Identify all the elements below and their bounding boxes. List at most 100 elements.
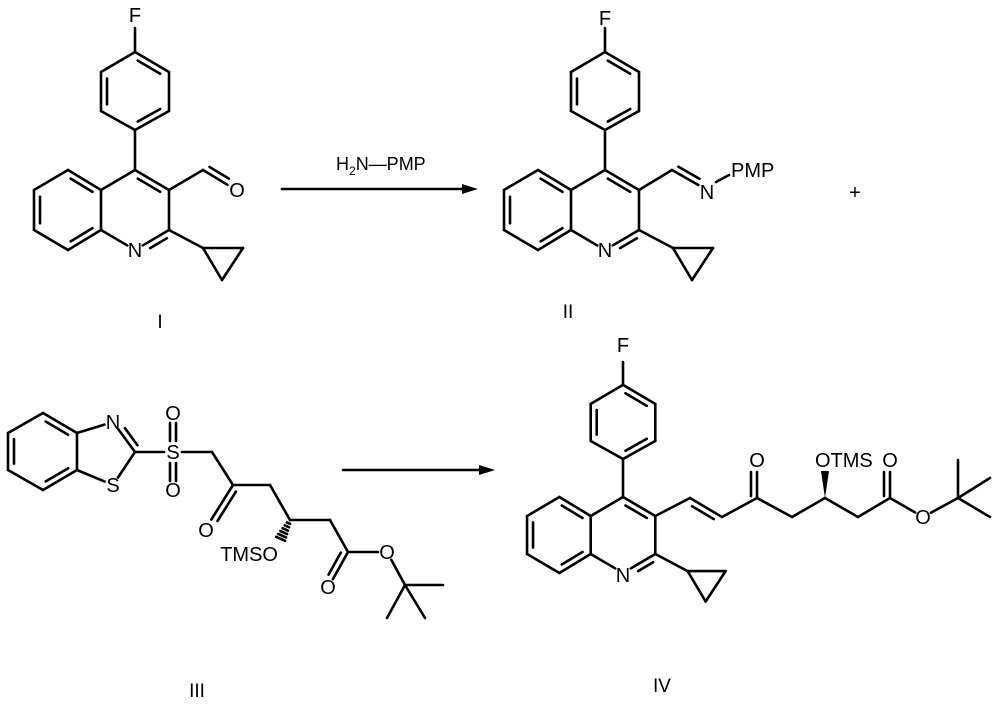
bond [390, 558, 407, 587]
double-bond-line [560, 550, 584, 566]
atom-N: N [128, 240, 142, 262]
double-bond-line [123, 426, 139, 447]
bond [75, 423, 106, 435]
atom-S-ring: S [106, 475, 119, 497]
bond [621, 383, 657, 406]
atom-O: O [165, 403, 181, 425]
bond [714, 173, 731, 184]
bond [385, 583, 407, 620]
bond [502, 168, 540, 192]
atom-N: N [598, 240, 612, 262]
bond [956, 496, 992, 519]
bond [99, 168, 137, 192]
double-bond-line [560, 504, 584, 520]
bond [558, 552, 593, 575]
atom-F: F [129, 5, 141, 27]
atom-F: F [599, 8, 611, 30]
bond [569, 168, 607, 192]
bond [6, 468, 45, 492]
hash-bond-line [279, 529, 289, 536]
bond [525, 495, 561, 518]
double-bond-line [69, 177, 94, 194]
atom-N: N [106, 412, 120, 434]
bond [569, 228, 599, 247]
bond [603, 168, 641, 192]
atom-S-sulfonyl: S [166, 442, 179, 464]
bond [99, 109, 137, 132]
bond [41, 468, 79, 492]
bond [621, 439, 657, 461]
pmp-group: PMP [731, 160, 774, 182]
double-bond-line [618, 236, 639, 250]
otms-group: TMSO [220, 544, 278, 566]
bond [688, 496, 724, 519]
double-bond-line [606, 107, 632, 123]
bond [589, 439, 625, 461]
atom-F: F [617, 335, 629, 357]
hash-bond-line [285, 521, 292, 526]
atom-N: N [616, 565, 630, 587]
atom-O-ester: O [915, 507, 931, 529]
double-bond-line [69, 226, 94, 243]
bond [167, 168, 205, 192]
bond [589, 383, 625, 406]
double-bond-line [624, 504, 649, 520]
double-bond-line [690, 504, 716, 521]
atom-O-keto: O [749, 450, 765, 472]
label-layer: H2N—PMP + I II III IV F O N F N N PMP N … [106, 5, 931, 702]
bond [536, 168, 573, 192]
bond [525, 552, 561, 575]
bond [133, 50, 171, 74]
bond [201, 168, 229, 187]
bond [637, 228, 675, 250]
bond [569, 109, 607, 132]
bond [268, 483, 292, 522]
bond [653, 496, 692, 518]
bond [167, 228, 205, 250]
bond [133, 168, 171, 192]
compound-label-I: I [157, 312, 162, 333]
bond-layer [6, 26, 992, 620]
double-bond-line [624, 437, 649, 453]
atom-O: O [165, 480, 181, 502]
bond [536, 228, 573, 252]
bond [637, 168, 674, 192]
otms-group: OTMS [815, 450, 873, 472]
compound-label-III: III [189, 681, 205, 702]
bond [403, 583, 427, 620]
bond [589, 552, 617, 570]
double-bond-line [136, 59, 162, 76]
reagent-label: H2N—PMP [336, 154, 426, 178]
bond [75, 468, 106, 483]
hash-bond-line [283, 524, 291, 529]
bond [589, 495, 625, 518]
plus-sign: + [849, 182, 861, 204]
bond [558, 495, 593, 518]
bond [671, 246, 694, 282]
wedge-bond [821, 471, 829, 498]
bond [686, 569, 707, 603]
bond [569, 50, 607, 74]
bond [141, 228, 171, 247]
bond [823, 496, 860, 519]
double-bond-line [148, 236, 169, 250]
arrow-layer [280, 184, 495, 475]
double-bond-line [136, 177, 162, 194]
bond [32, 168, 70, 192]
double-bond-line [539, 177, 564, 194]
bond [755, 496, 794, 519]
double-bond-line [136, 107, 162, 123]
bond [6, 411, 45, 435]
bond [790, 496, 827, 519]
atom-O-ester-carbonyl: O [320, 577, 336, 599]
bond [32, 228, 70, 252]
bond [133, 109, 171, 132]
bond [210, 450, 235, 487]
atom-N-imine: N [700, 182, 714, 204]
double-bond-line [208, 165, 231, 180]
bond [41, 411, 79, 435]
atom-O-keto: O [198, 520, 214, 542]
bond [502, 228, 540, 252]
bond [220, 246, 245, 282]
